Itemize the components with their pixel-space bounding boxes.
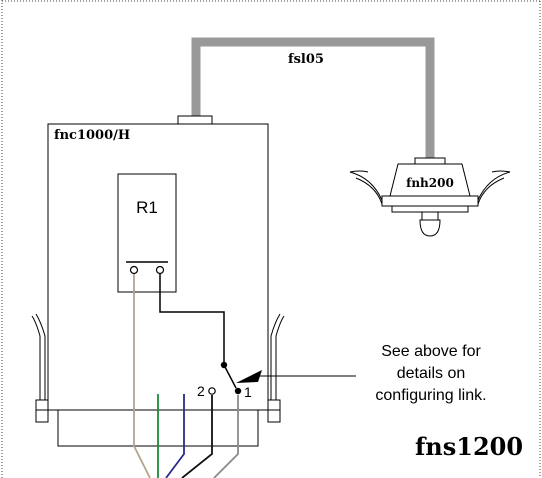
head-label: fnh200	[406, 176, 454, 190]
controller-label: fnc1000/H	[54, 128, 130, 143]
left-clip	[31, 313, 49, 423]
wire-tan	[133, 274, 151, 478]
relay-terminal-right	[155, 265, 165, 275]
right-clip	[267, 313, 285, 423]
note-arrowhead	[236, 370, 262, 383]
svg-text:See above for: See above for	[381, 343, 481, 360]
relay-link-wire	[159, 274, 225, 364]
svg-text:details on: details on	[397, 365, 466, 382]
cable-connector	[177, 115, 213, 125]
wire-grey	[213, 395, 239, 478]
cable-label: fsl05	[288, 52, 324, 67]
link-switch	[223, 364, 237, 389]
configuring-note: See above for details on configuring lin…	[375, 343, 486, 404]
relay-label: R1	[136, 198, 158, 217]
terminal-1-dot	[234, 387, 242, 395]
wire-blue	[165, 394, 185, 478]
terminal-2-label: 2	[197, 383, 205, 399]
wire-black	[181, 395, 213, 478]
terminal-1-label: 1	[244, 384, 252, 400]
fnh200-head	[349, 157, 511, 237]
product-label: fns1200	[415, 432, 523, 461]
fsl05-cable	[191, 37, 435, 158]
relay-r1: R1	[117, 173, 177, 293]
relay-terminal-left	[129, 265, 139, 275]
terminal-2-ring	[208, 387, 216, 395]
svg-text:configuring link.: configuring link.	[375, 387, 486, 404]
